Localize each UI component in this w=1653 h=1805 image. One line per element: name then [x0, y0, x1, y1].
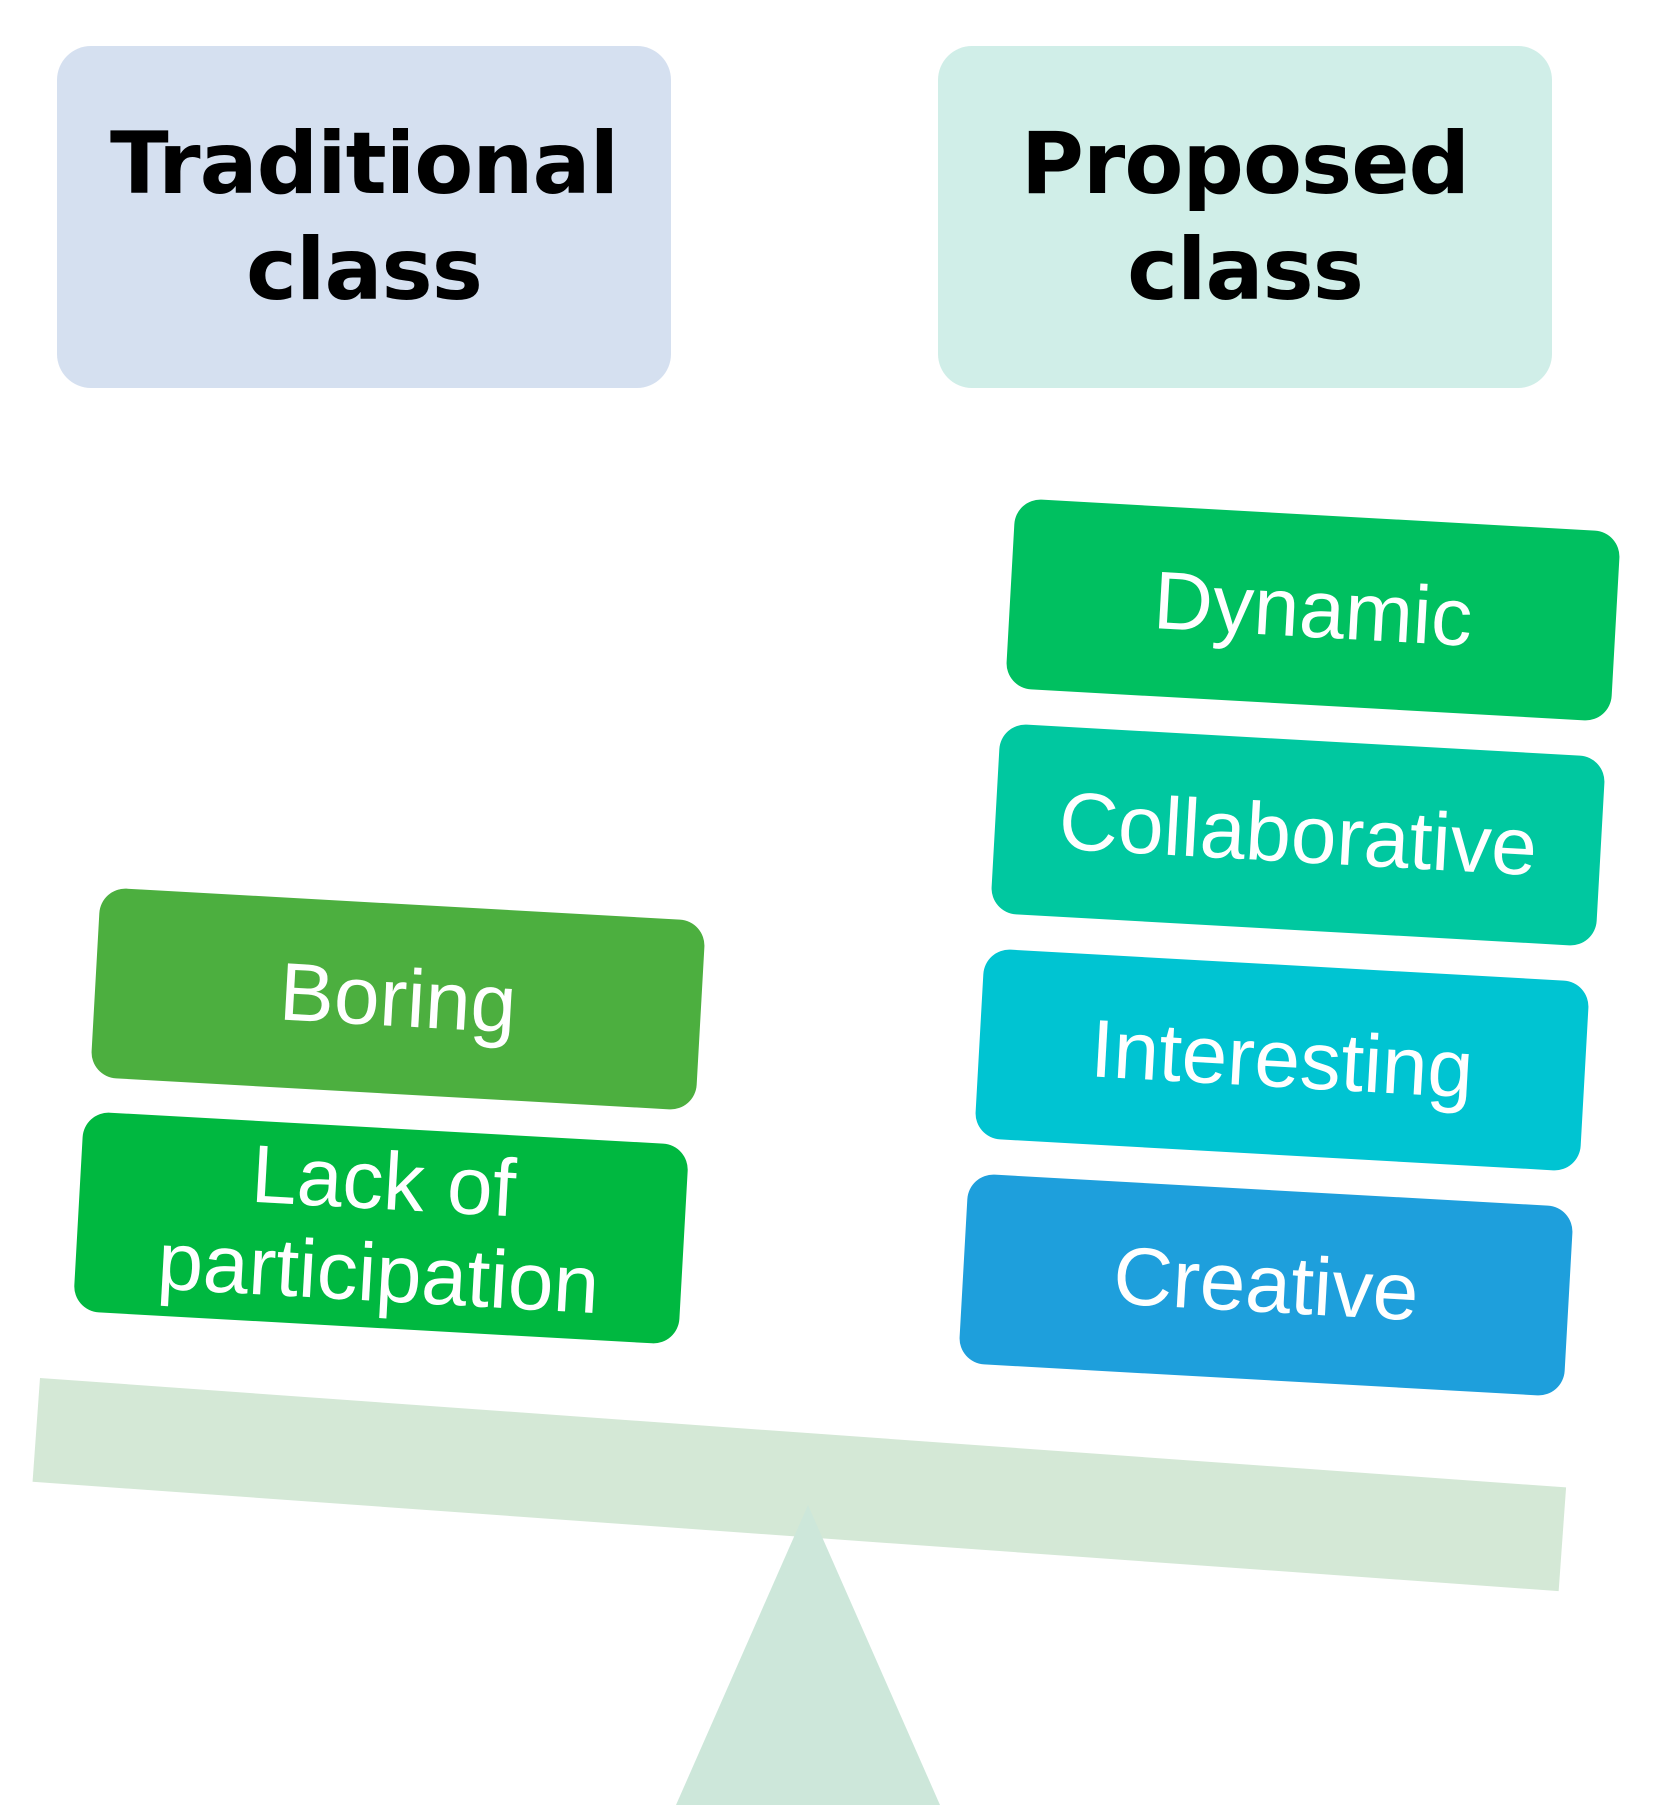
block-dynamic: Dynamic: [1005, 498, 1621, 722]
block-creative: Creative: [958, 1173, 1574, 1397]
proposed-class-title: Proposed class: [1020, 114, 1470, 320]
proposed-class-header: Proposed class: [938, 46, 1552, 388]
block-boring-label: Boring: [277, 946, 519, 1051]
traditional-class-header: Traditional class: [57, 46, 671, 388]
block-collaborative-label: Collaborative: [1056, 775, 1540, 894]
block-dynamic-label: Dynamic: [1151, 555, 1475, 664]
fulcrum-triangle: [676, 1505, 940, 1805]
block-interesting: Interesting: [974, 948, 1590, 1172]
block-lack-of-participation-label: Lack of participation: [155, 1128, 602, 1332]
block-interesting-label: Interesting: [1088, 1003, 1476, 1116]
block-lack-of-participation: Lack of participation: [72, 1111, 690, 1345]
block-boring: Boring: [90, 887, 706, 1111]
traditional-class-title: Traditional class: [109, 114, 619, 320]
block-creative-label: Creative: [1111, 1230, 1422, 1339]
block-collaborative: Collaborative: [990, 723, 1606, 947]
